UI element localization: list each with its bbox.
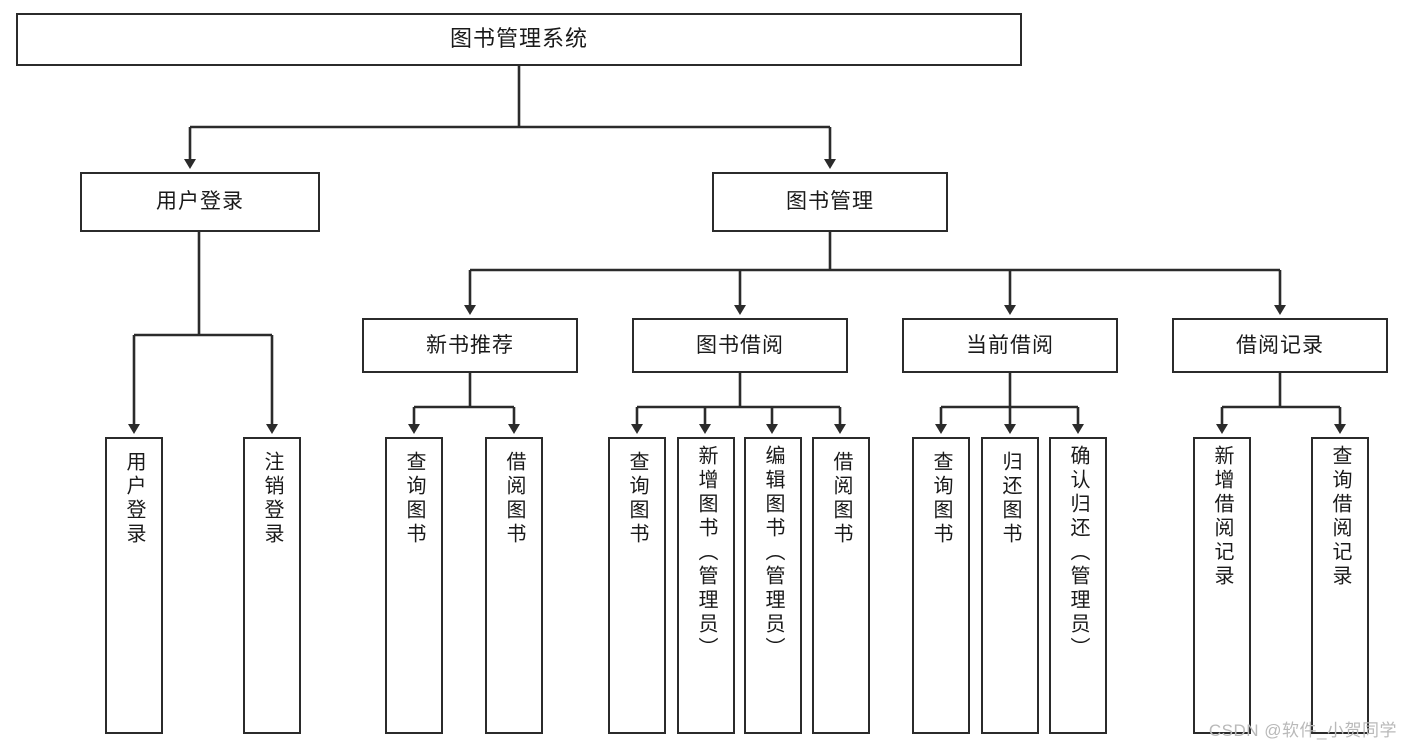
node-user-login[interactable]: 用户登录 [80,172,320,232]
leaf-book-borrow-add-label: 新增图书（管理员） [695,445,717,661]
leaf-book-borrow-borrow-label: 借阅图书 [830,451,852,547]
leaf-book-borrow-add[interactable]: 新增图书（管理员） [677,437,735,734]
leaf-user-login-logout-label: 注销登录 [261,451,283,547]
leaf-book-borrow-edit[interactable]: 编辑图书（管理员） [744,437,802,734]
node-root-system[interactable]: 图书管理系统 [16,13,1022,66]
leaf-borrow-record-add[interactable]: 新增借阅记录 [1193,437,1251,734]
watermark-text: CSDN @软件_小贺同学 [1208,721,1397,740]
leaf-current-borrow-confirm-label: 确认归还（管理员） [1067,445,1089,661]
node-current-borrow-label: 当前借阅 [966,333,1054,357]
leaf-current-borrow-return[interactable]: 归还图书 [981,437,1039,734]
leaf-book-borrow-edit-label: 编辑图书（管理员） [762,445,784,661]
node-new-book-recommend-label: 新书推荐 [426,333,514,357]
leaf-user-login-login[interactable]: 用户登录 [105,437,163,734]
node-new-book-recommend[interactable]: 新书推荐 [362,318,578,373]
node-book-borrow[interactable]: 图书借阅 [632,318,848,373]
leaf-book-borrow-borrow[interactable]: 借阅图书 [812,437,870,734]
leaf-user-login-login-label: 用户登录 [123,451,145,547]
leaf-borrow-record-query[interactable]: 查询借阅记录 [1311,437,1369,734]
node-borrow-record[interactable]: 借阅记录 [1172,318,1388,373]
leaf-new-book-query[interactable]: 查询图书 [385,437,443,734]
leaf-user-login-logout[interactable]: 注销登录 [243,437,301,734]
node-current-borrow[interactable]: 当前借阅 [902,318,1118,373]
node-book-management[interactable]: 图书管理 [712,172,948,232]
leaf-borrow-record-query-label: 查询借阅记录 [1329,445,1351,589]
node-book-management-label: 图书管理 [786,190,874,214]
node-book-borrow-label: 图书借阅 [696,333,784,357]
leaf-current-borrow-query[interactable]: 查询图书 [912,437,970,734]
leaf-new-book-query-label: 查询图书 [403,451,425,547]
leaf-new-book-borrow-label: 借阅图书 [503,451,525,547]
leaf-borrow-record-add-label: 新增借阅记录 [1211,445,1233,589]
leaf-new-book-borrow[interactable]: 借阅图书 [485,437,543,734]
leaf-current-borrow-return-label: 归还图书 [999,451,1021,547]
leaf-book-borrow-query-label: 查询图书 [626,451,648,547]
leaf-book-borrow-query[interactable]: 查询图书 [608,437,666,734]
node-root-system-label: 图书管理系统 [449,26,588,52]
node-user-login-label: 用户登录 [156,190,244,214]
leaf-current-borrow-query-label: 查询图书 [930,451,952,547]
leaf-current-borrow-confirm[interactable]: 确认归还（管理员） [1049,437,1107,734]
node-borrow-record-label: 借阅记录 [1236,333,1324,357]
